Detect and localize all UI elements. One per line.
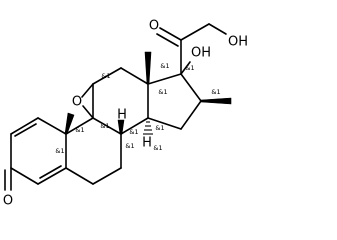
stereo-label-c20: &1	[160, 62, 169, 70]
molecule-diagram: O O OH OH O H H &1 &1 &1 &1 &1 &1 &1 &1 …	[3, 19, 248, 209]
bond-c4-c5-double	[39, 165, 62, 179]
bond-c10-c1	[37, 117, 67, 135]
bond-c11-o	[81, 83, 94, 98]
atom-c20-o: O	[149, 19, 159, 34]
bond-c8-c9	[92, 117, 122, 135]
bond-c20-c21	[180, 23, 210, 41]
stereo-label-c8b: &1	[125, 142, 134, 150]
bond-c16-c15	[180, 100, 202, 130]
bond-o-c9	[82, 105, 94, 119]
bond-c6-c7	[92, 167, 122, 185]
wedge-c10-methyl	[64, 112, 75, 135]
bond-c3-c4	[10, 167, 39, 185]
stereo-label-c14: &1	[155, 124, 164, 132]
atom-h14: H	[142, 136, 152, 151]
wedge-c16-methyl	[200, 97, 232, 105]
bond-c20-o-double	[156, 33, 179, 47]
atom-ketone-o: O	[3, 194, 13, 209]
bond-c1-c2-double	[14, 123, 37, 137]
wedge-c8-h	[117, 119, 125, 135]
bond-c12-c13	[120, 67, 149, 85]
stereo-label-c17: &1	[185, 64, 194, 72]
bond-c17-oh	[180, 61, 191, 75]
bond-c15-c14	[147, 117, 182, 130]
bond-c21-oh	[208, 23, 227, 35]
stereo-label-c16: &1	[211, 88, 220, 96]
bond-c17-c16	[180, 73, 202, 102]
stereo-label-c8: &1	[129, 128, 138, 136]
stereo-label-c14b: &1	[153, 144, 162, 152]
atom-c21-oh: OH	[228, 35, 248, 50]
stereo-label-c13: &1	[158, 88, 167, 96]
stereo-label-c10: &1	[75, 126, 84, 134]
bond-c5-c6	[65, 167, 94, 185]
hash-c14-h	[143, 121, 153, 135]
stereo-label-c10b: &1	[55, 147, 64, 155]
bond-c4-c5	[37, 167, 67, 185]
bond-c1-c2	[10, 117, 39, 135]
bond-c9-c10	[65, 117, 94, 135]
bond-c20-o	[159, 27, 182, 41]
atom-epoxide-o: O	[72, 95, 82, 110]
stereo-label-c9: &1	[100, 122, 109, 130]
wedge-c13-methyl	[144, 51, 152, 85]
bond-c14-c8	[120, 117, 149, 135]
atom-c17-oh: OH	[191, 46, 211, 61]
bond-c11-c12	[92, 67, 122, 85]
atom-h8: H	[117, 108, 127, 123]
stereo-label-c11: &1	[101, 72, 110, 80]
bond-c13-c17	[147, 73, 182, 85]
